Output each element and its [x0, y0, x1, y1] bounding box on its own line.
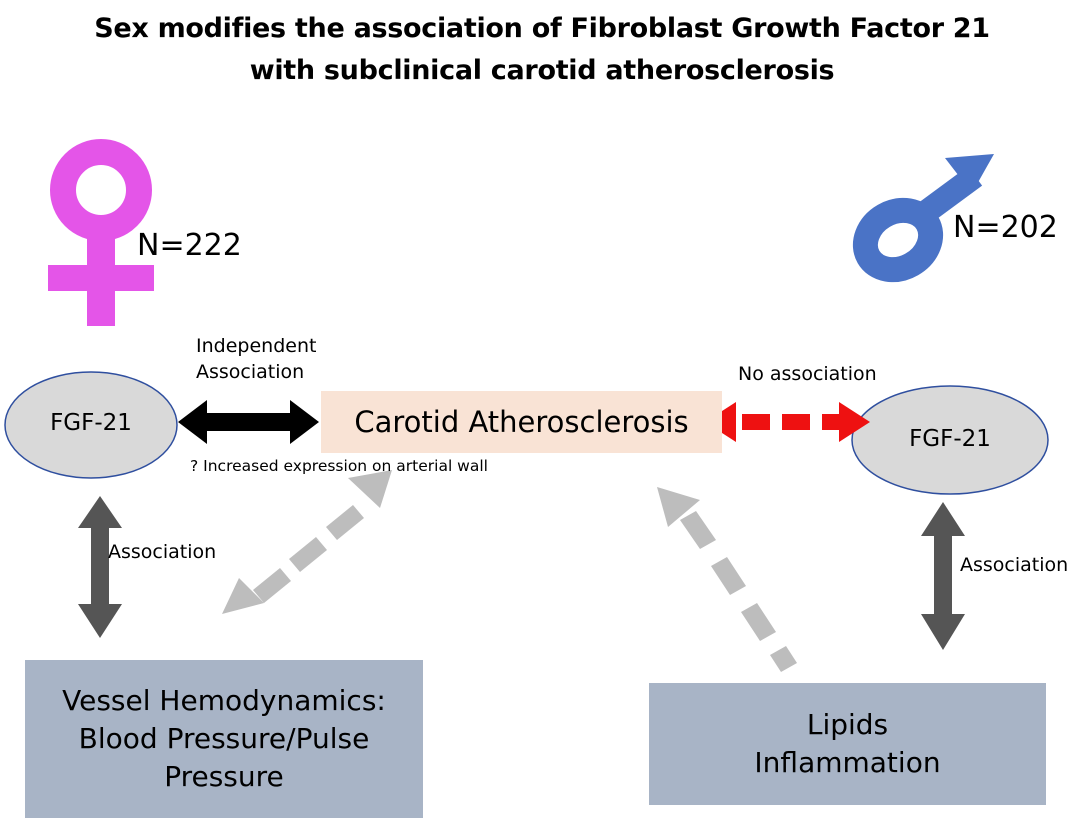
- vessel-hemodynamics-box: Vessel Hemodynamics: Blood Pressure/Puls…: [25, 660, 423, 818]
- no-association-label: No association: [738, 363, 877, 385]
- right-fgf21-label: FGF-21: [909, 426, 991, 452]
- left-association-arrow: [78, 496, 122, 638]
- lipids-line-1: Lipids: [806, 708, 889, 741]
- lipids-atherosclerosis-arrow: [657, 487, 797, 672]
- diagram-title: Sex modifies the association of Fibrobla…: [0, 8, 1084, 92]
- title-line-2: with subclinical carotid atherosclerosis: [249, 55, 835, 86]
- independent-association-label: Independent Association: [196, 333, 316, 385]
- title-line-1: Sex modifies the association of Fibrobla…: [94, 13, 990, 44]
- left-fgf21-label: FGF-21: [50, 410, 132, 436]
- male-count: N=202: [953, 210, 1058, 245]
- hemodynamics-line-3: Pressure: [164, 760, 284, 793]
- independent-association-arrow: [178, 400, 319, 444]
- independent-label-line-1: Independent: [196, 335, 317, 357]
- male-symbol-icon: [852, 154, 994, 283]
- hemodynamics-line-2: Blood Pressure/Pulse: [78, 722, 370, 755]
- female-count: N=222: [137, 228, 242, 263]
- right-association-arrow: [921, 502, 965, 650]
- female-symbol-icon: [48, 139, 154, 326]
- right-fgf21-ellipse: [851, 385, 1049, 495]
- left-fgf21-ellipse: [4, 371, 178, 479]
- lipids-inflammation-box: Lipids Inflammation: [649, 683, 1046, 805]
- hemodynamics-atherosclerosis-arrow: [222, 470, 392, 614]
- expression-note: ? Increased expression on arterial wall: [190, 457, 488, 475]
- carotid-atherosclerosis-label: Carotid Atherosclerosis: [354, 405, 689, 439]
- left-association-label: Association: [108, 541, 217, 563]
- carotid-atherosclerosis-box: Carotid Atherosclerosis: [321, 391, 722, 453]
- hemodynamics-line-1: Vessel Hemodynamics:: [62, 684, 386, 717]
- right-association-label: Association: [960, 554, 1069, 576]
- lipids-line-2: Inflammation: [754, 746, 941, 779]
- independent-label-line-2: Association: [196, 361, 305, 383]
- no-association-arrow: [705, 402, 870, 442]
